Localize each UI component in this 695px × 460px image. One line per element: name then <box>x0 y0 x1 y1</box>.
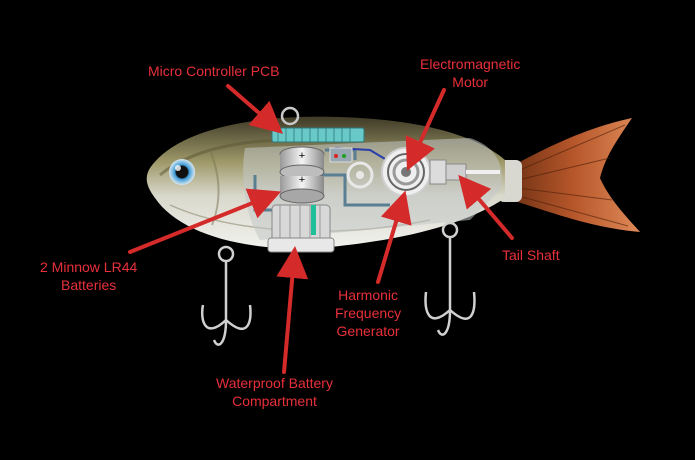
label-electromagnetic-motor: Electromagnetic Motor <box>420 56 521 90</box>
tail-shaft <box>466 170 500 174</box>
tail-fin <box>498 118 640 232</box>
annotation-arrows <box>128 84 514 374</box>
gear-icon <box>346 161 374 189</box>
label-minnow-batteries: 2 Minnow LR44 Batteries <box>40 259 138 293</box>
chip <box>329 147 353 163</box>
eye-icon <box>169 159 195 185</box>
rear-treble-hook-icon <box>424 221 476 336</box>
label-micro-controller-pcb: Micro Controller PCB <box>148 63 280 79</box>
battery-plus-icon: + <box>299 174 305 186</box>
battery-compartment <box>267 204 335 253</box>
pcb-board <box>271 127 365 143</box>
battery-stack: + + <box>279 146 325 204</box>
label-tail-shaft: Tail Shaft <box>502 247 560 263</box>
front-treble-hook-icon <box>201 245 252 346</box>
label-waterproof-battery-compartment: Waterproof Battery Compartment <box>216 375 333 409</box>
battery-plus-icon: + <box>299 150 305 162</box>
label-harmonic-frequency-generator: Harmonic Frequency Generator <box>335 287 402 339</box>
